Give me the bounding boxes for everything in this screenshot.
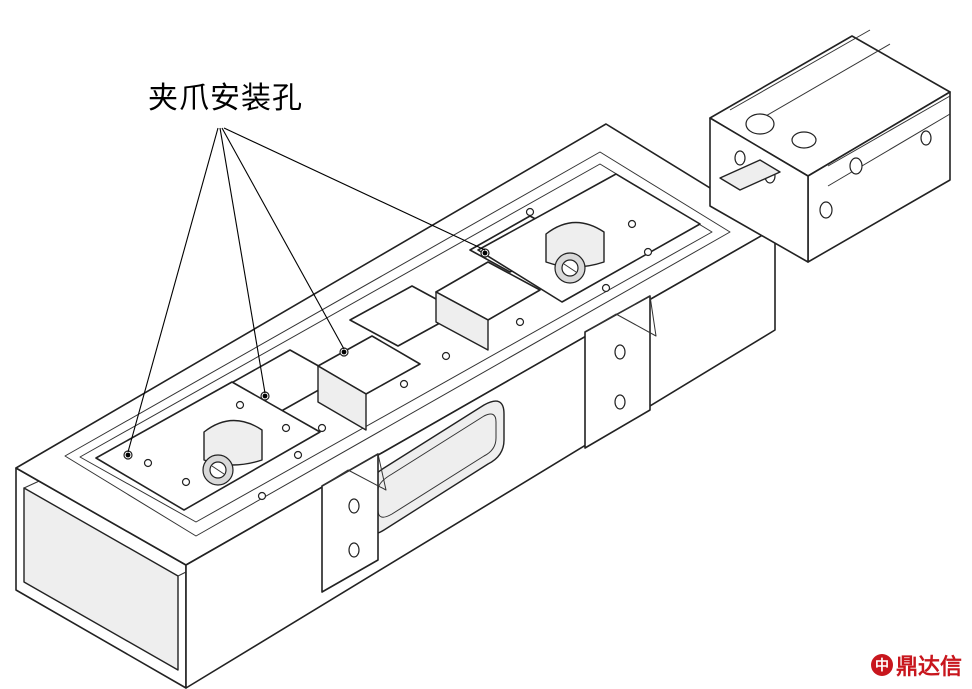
watermark: 中 鼎达信: [870, 649, 962, 681]
watermark-logo-icon: 中: [870, 654, 893, 676]
flange-left: [321, 453, 387, 593]
watermark-text: 鼎达信: [895, 655, 962, 680]
air-cylinder: [709, 29, 951, 263]
gripper-mount-right: [477, 173, 701, 303]
gripper-mount-left: [95, 381, 321, 511]
callout-leaders: [125, 127, 488, 458]
mount-holes: [260, 317, 525, 433]
callout-label: 夹爪安装孔: [148, 81, 303, 116]
flange-right: [584, 295, 657, 449]
